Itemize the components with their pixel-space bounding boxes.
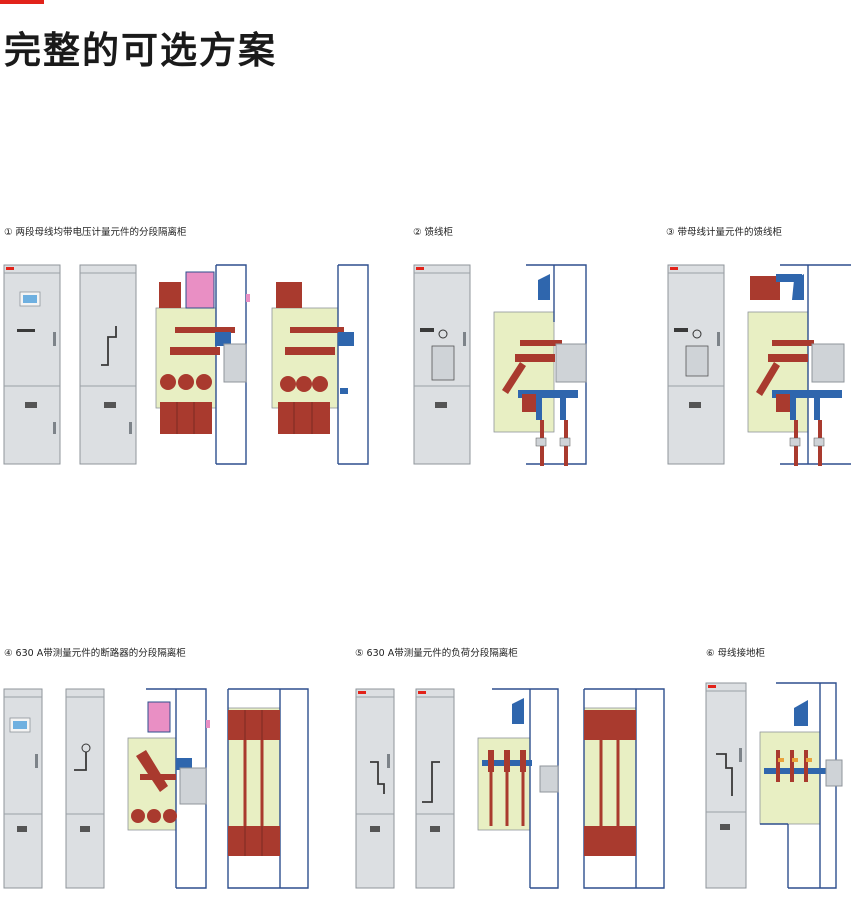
config-6-illustration (702, 680, 851, 892)
config-1-illustration (0, 262, 372, 468)
cabinet-front-2 (413, 264, 471, 465)
config-5-illustration (352, 686, 668, 892)
cabinet-front-1a (3, 264, 61, 465)
cabinet-front-6 (705, 682, 747, 889)
cabinet-front-4b (65, 688, 105, 889)
cabinet-front-5b (415, 688, 455, 889)
cabinet-section-5b (583, 688, 665, 889)
page-title: 完整的可选方案 (4, 29, 277, 72)
config-3-illustration (664, 262, 851, 468)
cabinet-section-2 (493, 264, 587, 466)
caption-config-6: ⑥ 母线接地柜 (706, 648, 766, 659)
caption-config-3: ③ 带母线计量元件的馈线柜 (666, 227, 783, 238)
cabinet-section-5a (477, 688, 559, 889)
cabinet-section-1b (271, 264, 369, 465)
cabinet-section-4b (227, 688, 309, 889)
config-4-illustration (0, 686, 314, 892)
cabinet-section-3 (747, 264, 851, 466)
cabinet-section-1a (155, 264, 250, 465)
cabinet-section-4a (127, 688, 210, 889)
cabinet-front-4a (3, 688, 43, 889)
cabinet-front-3 (667, 264, 725, 465)
cabinet-section-6 (759, 682, 843, 889)
accent-bar (0, 0, 44, 4)
cabinet-front-5a (355, 688, 395, 889)
caption-config-2: ② 馈线柜 (413, 227, 454, 238)
config-2-illustration (410, 262, 595, 468)
cabinet-front-1b (79, 264, 137, 465)
caption-config-5: ⑤ 630 A带测量元件的负荷分段隔离柜 (355, 648, 518, 659)
caption-config-1: ① 两段母线均带电压计量元件的分段隔离柜 (4, 227, 187, 238)
caption-config-4: ④ 630 A带测量元件的断路器的分段隔离柜 (4, 648, 186, 659)
